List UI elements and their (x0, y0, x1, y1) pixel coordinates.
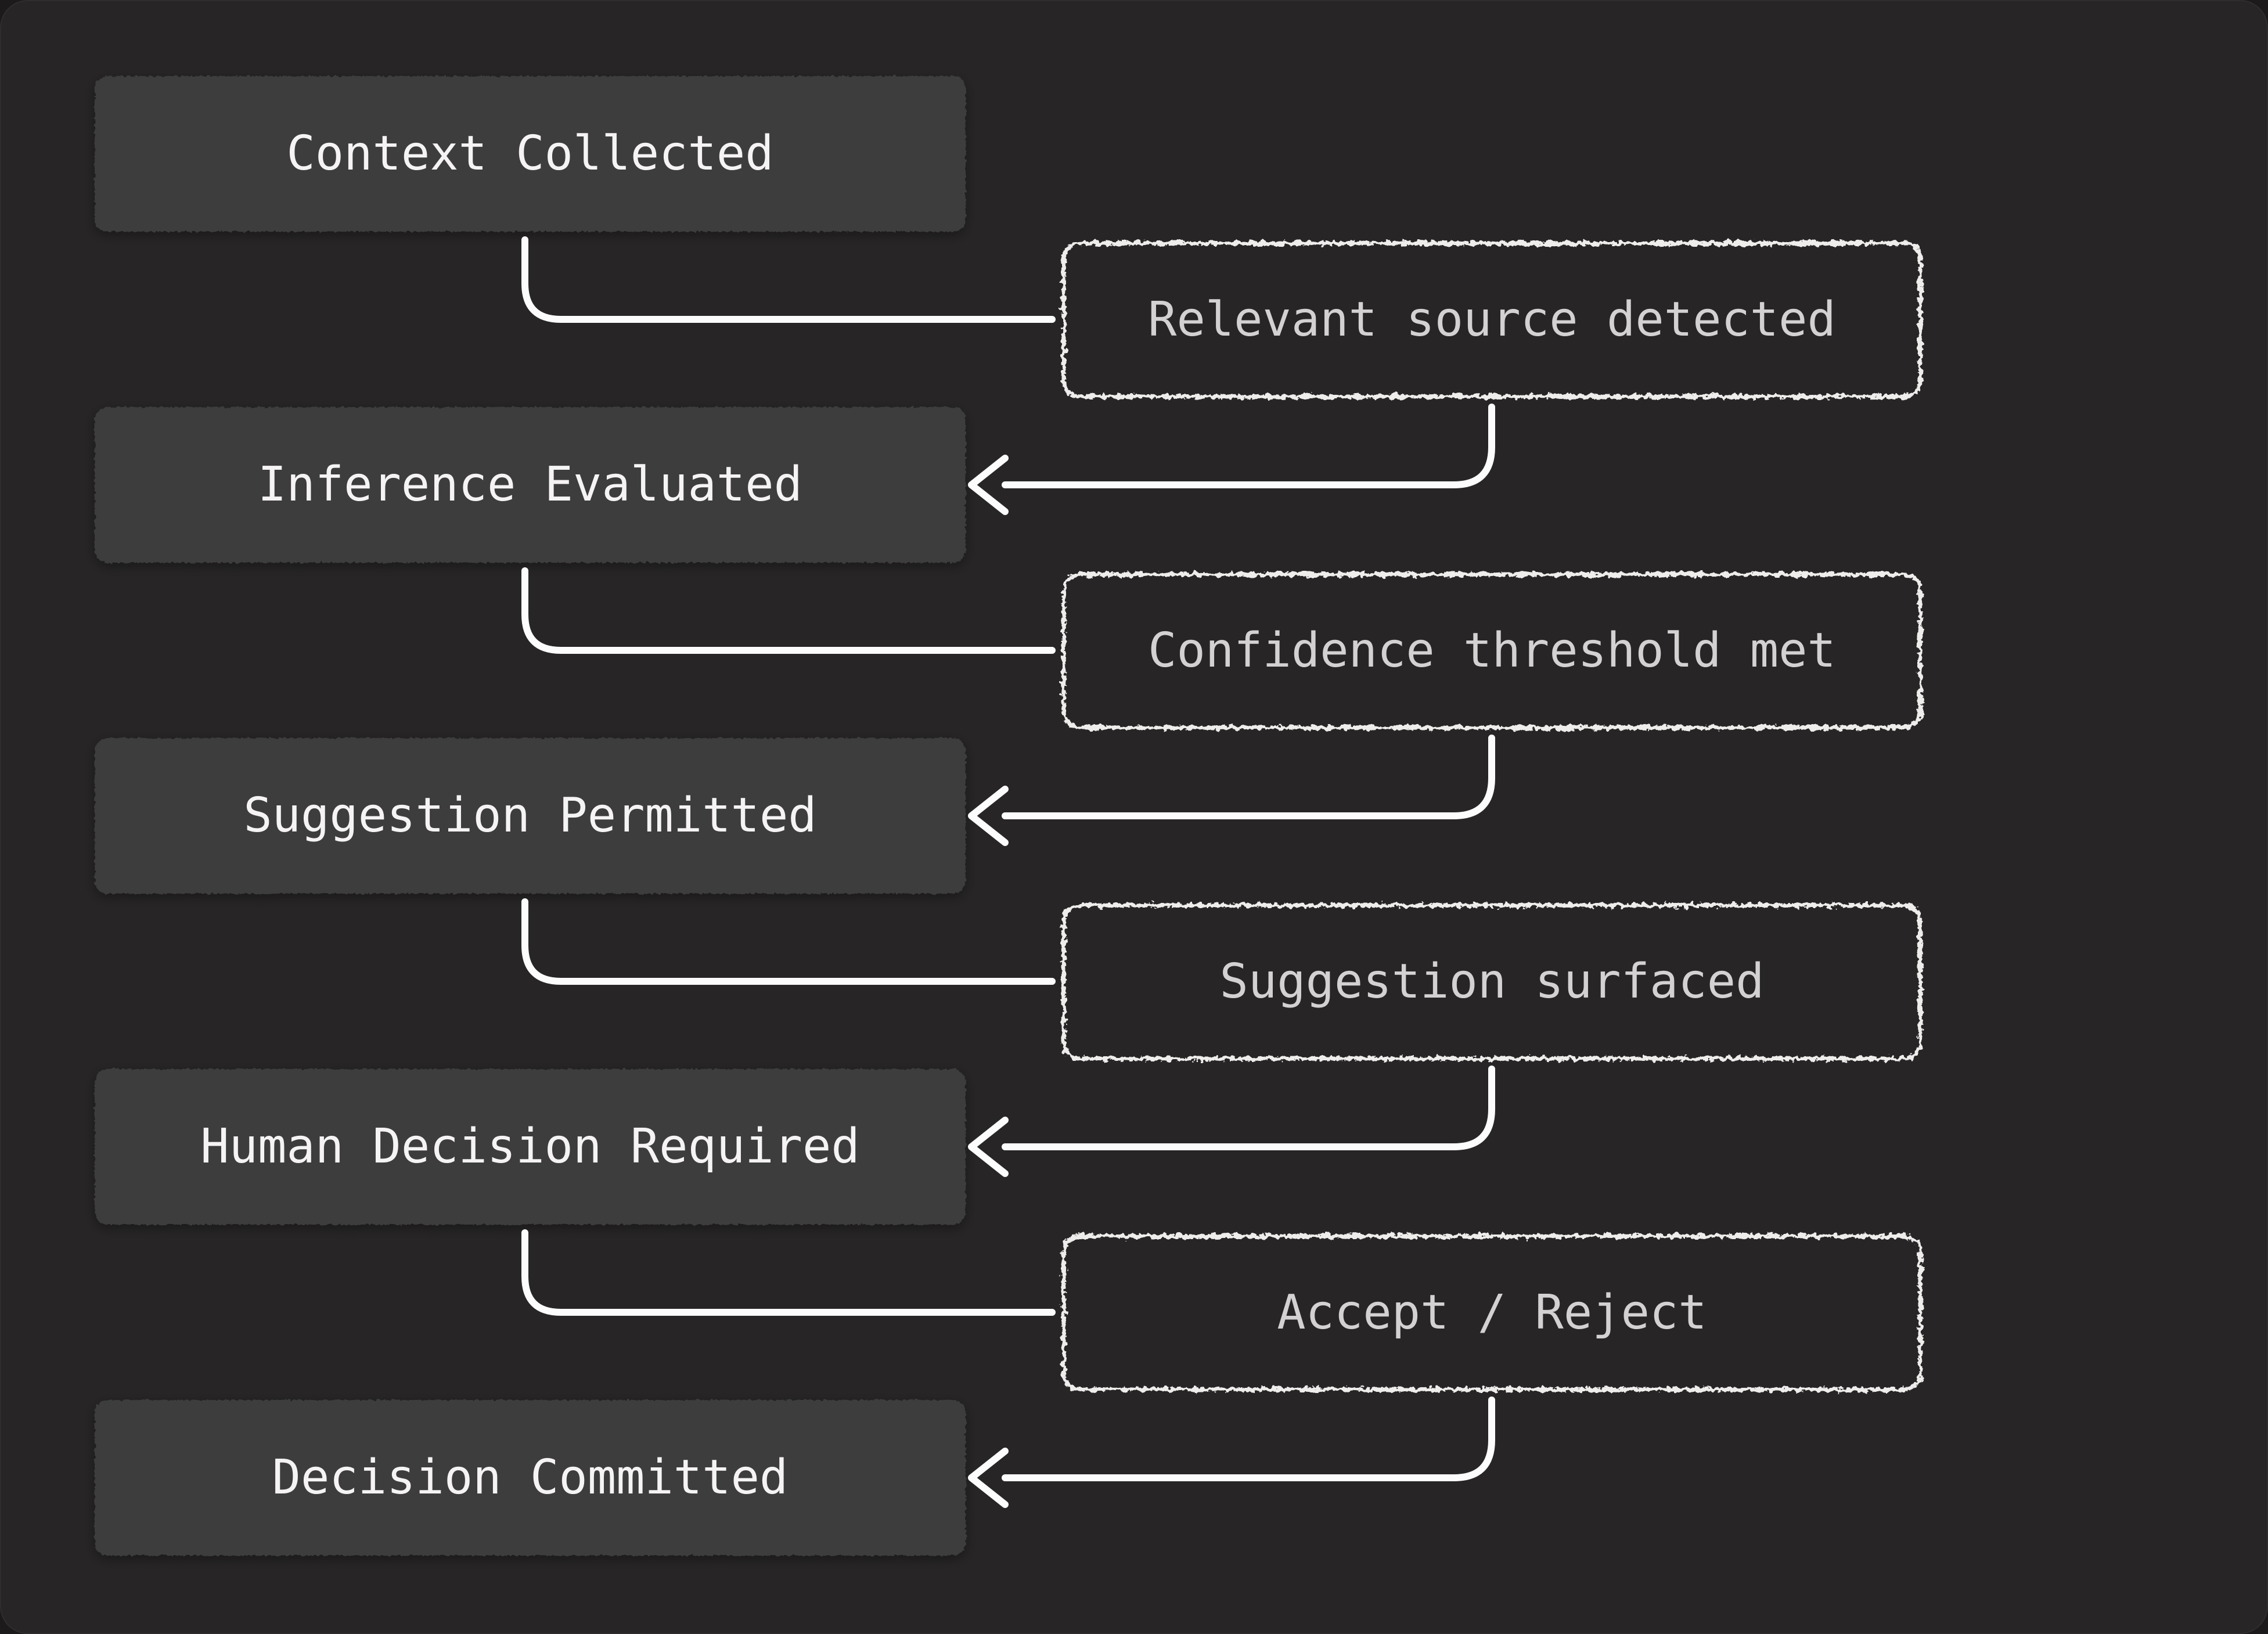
arrowhead-chevron-icon (968, 455, 1009, 515)
connector-state-to-event (521, 236, 1056, 323)
state-node-suggestion-permitted (95, 738, 966, 894)
state-node-context-collected (95, 76, 966, 232)
state-node-decision-committed (95, 1400, 966, 1556)
event-node-suggestion-surfaced (1061, 903, 1923, 1061)
connector-state-to-event (521, 567, 1056, 654)
state-node-label: Suggestion Permitted (243, 788, 817, 843)
connector-event-to-state (1002, 1397, 1495, 1481)
connector-state-to-event (521, 898, 1056, 985)
event-node-relevant-source-detected (1061, 241, 1923, 399)
arrowhead-chevron-icon (968, 1117, 1009, 1177)
state-node-label: Decision Committed (272, 1450, 789, 1505)
state-node-label: Inference Evaluated (258, 457, 802, 512)
state-node-inference-evaluated (95, 407, 966, 563)
connector-state-to-event (521, 1229, 1056, 1316)
event-node-accept-reject (1061, 1234, 1923, 1392)
state-node-label: Context Collected (286, 126, 774, 181)
connector-event-to-state (1002, 735, 1495, 819)
event-node-label: Confidence threshold met (1148, 623, 1836, 678)
arrowhead-chevron-icon (968, 786, 1009, 846)
event-node-label: Suggestion surfaced (1219, 954, 1765, 1009)
connector-event-to-state (1002, 404, 1495, 488)
event-node-label: Relevant source detected (1148, 292, 1836, 347)
event-node-confidence-threshold-met (1061, 572, 1923, 730)
state-node-human-decision-required (95, 1069, 966, 1225)
state-node-label: Human Decision Required (200, 1119, 860, 1174)
event-node-label: Accept / Reject (1277, 1285, 1707, 1340)
arrowhead-chevron-icon (968, 1448, 1009, 1508)
connector-event-to-state (1002, 1066, 1495, 1150)
